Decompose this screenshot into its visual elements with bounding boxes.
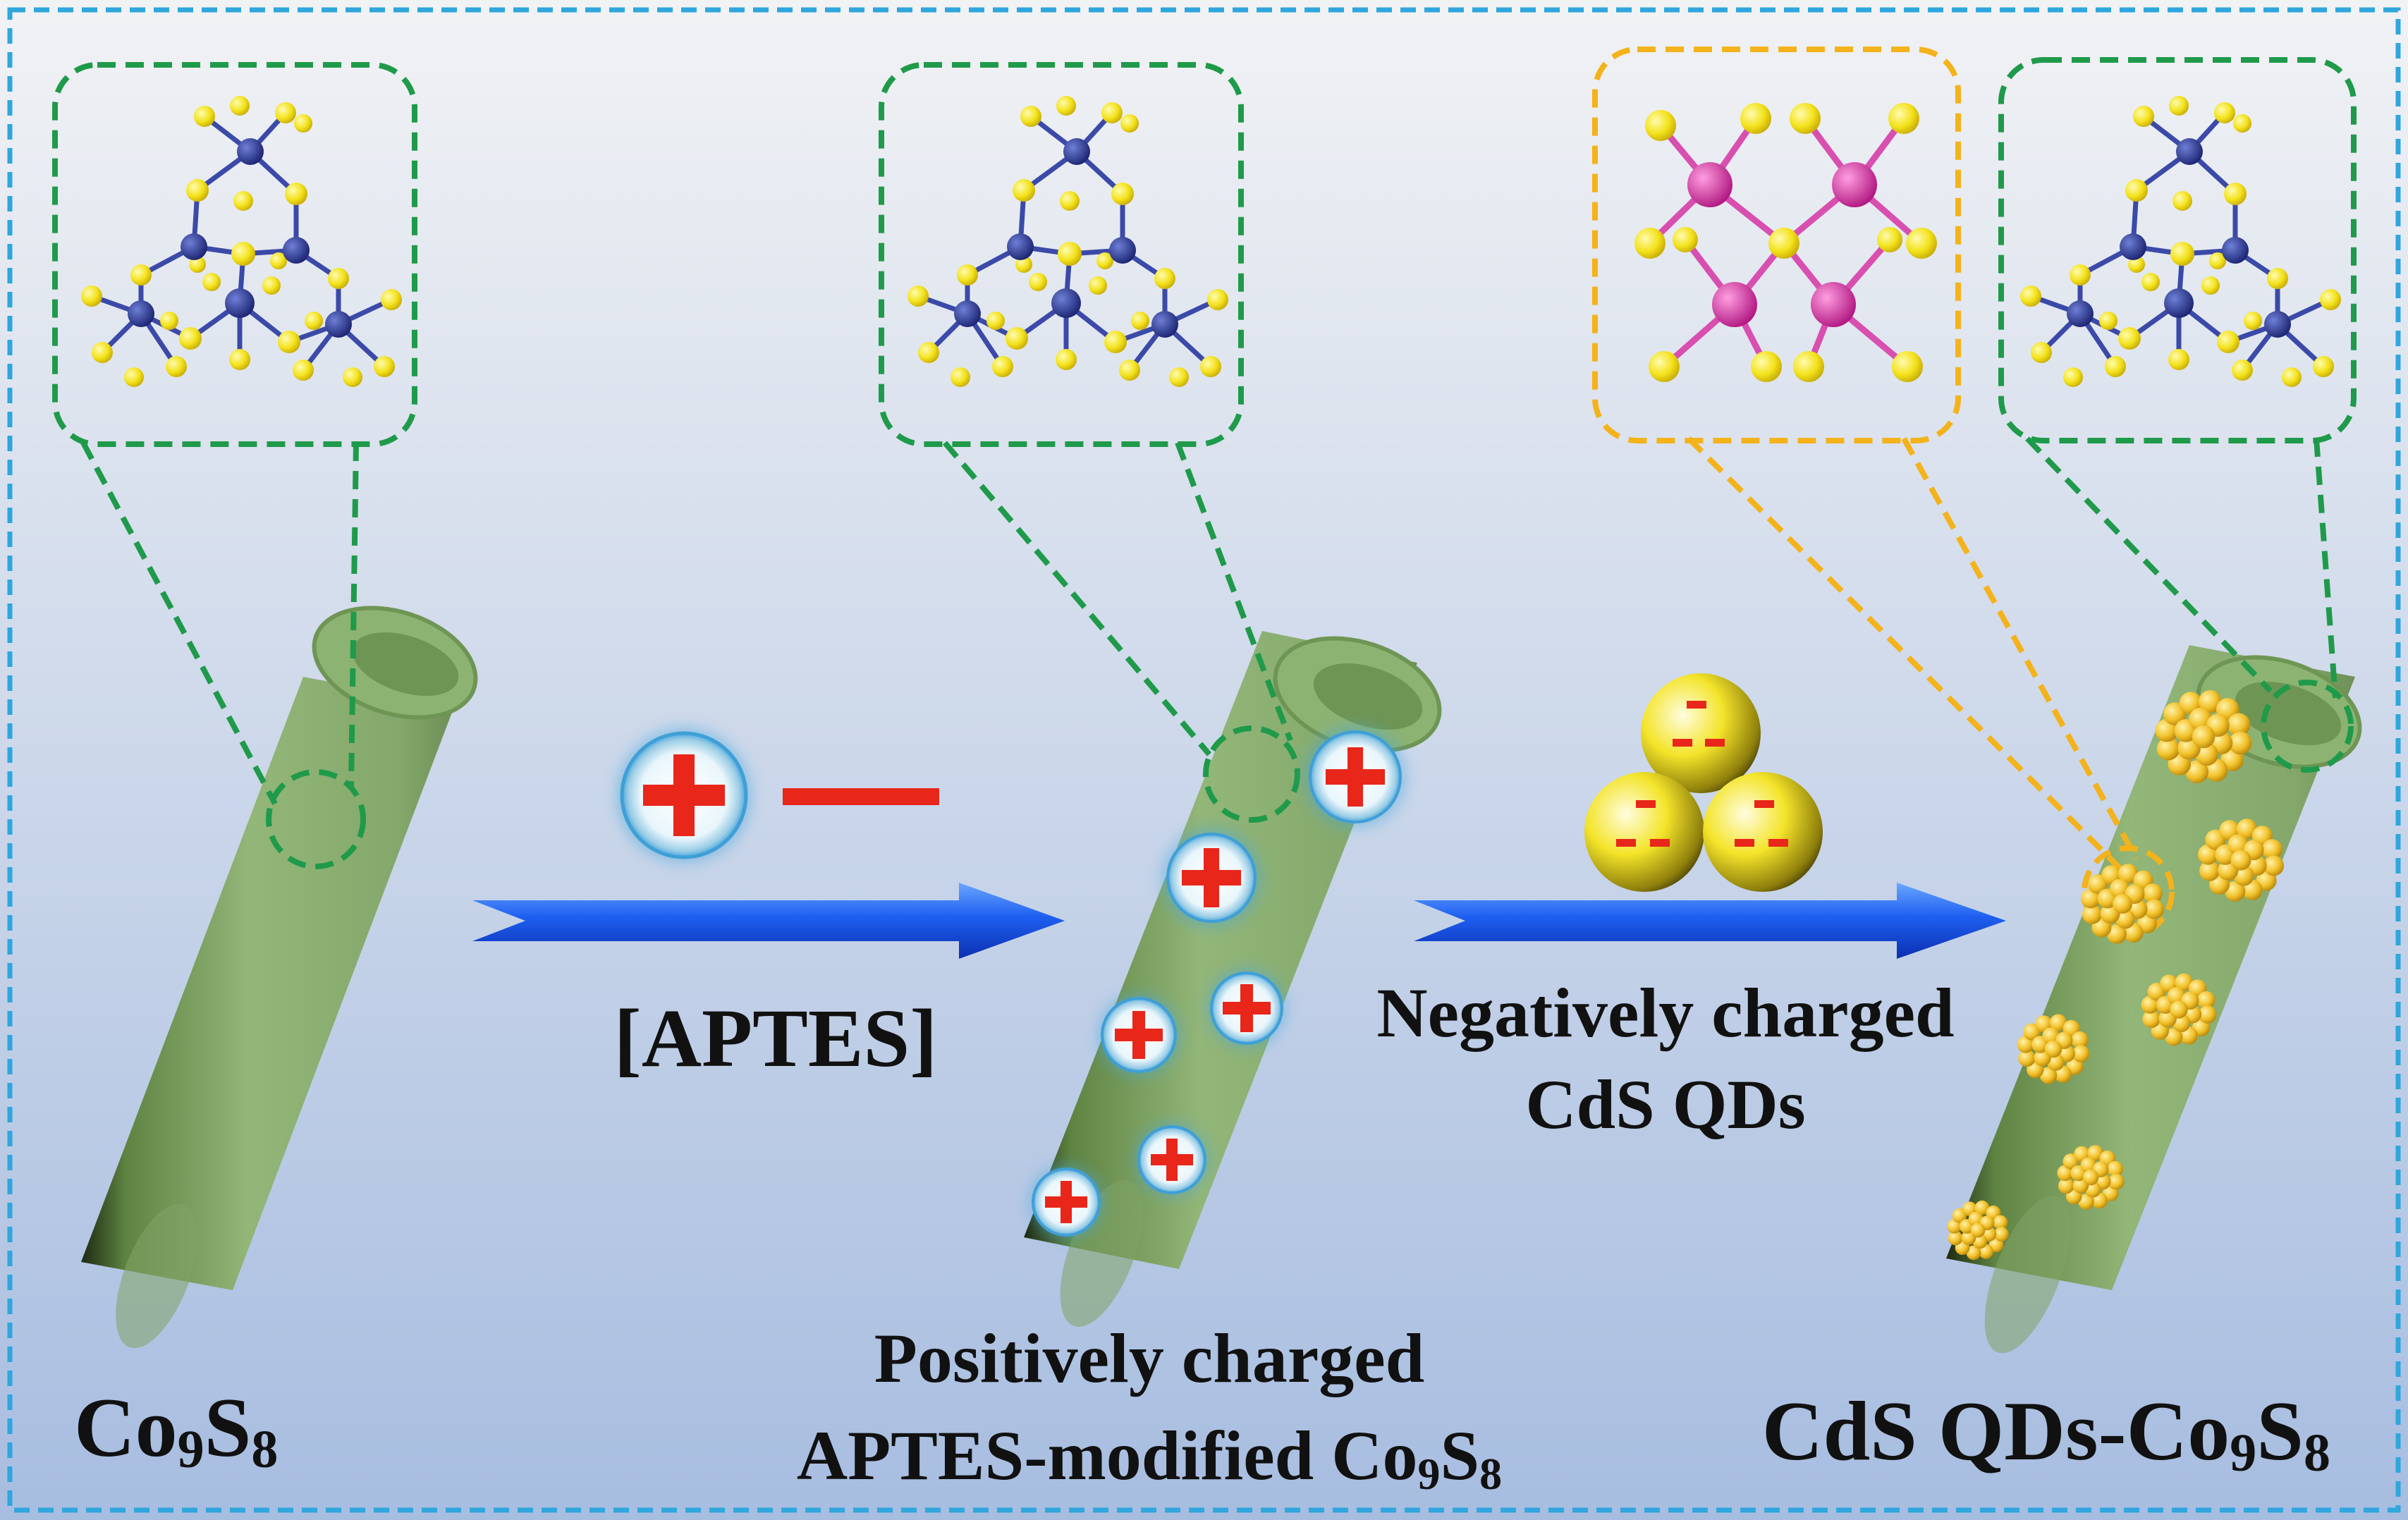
cds-qd-cluster-icon (2141, 973, 2217, 1046)
zoom-callout-1 (52, 62, 417, 869)
aptes-label: [APTES] (614, 992, 938, 1084)
positive-charge-icon (1162, 828, 1261, 927)
cds-qd-cluster-icon (2198, 819, 2284, 902)
process-arrow-2 (1414, 883, 2006, 959)
cds-qd-cluster-icon (2080, 864, 2165, 944)
positive-label-line2: APTES-modified Co9S8 (797, 1416, 1502, 1499)
negative-label-line1: Negatively charged (1376, 974, 1954, 1052)
positive-charge-icon (1029, 1165, 1103, 1239)
positive-charge-icon (1098, 994, 1180, 1076)
cds-co9s8-label: CdS QDs-Co9S8 (1762, 1384, 2330, 1483)
positive-label-line1: Positively charged (874, 1319, 1424, 1397)
aptes-molecule-icon (617, 728, 939, 862)
cds-qd-cluster-icon (2057, 1145, 2125, 1210)
zoom-callout-4 (1998, 57, 2357, 773)
zoom-callout-2 (879, 62, 1300, 823)
positive-charges-group (1029, 726, 1406, 1239)
process-arrow-1 (472, 883, 1065, 959)
cds-qd-cluster-icon (2155, 690, 2252, 783)
positive-charge-icon (1135, 1123, 1209, 1196)
co9s8-crystal-structure-1 (81, 96, 402, 387)
labels: [APTES] Negatively charged CdS QDs Posit… (74, 974, 2330, 1499)
outer-border (7, 7, 2401, 1513)
aptes-tail-icon (783, 788, 939, 805)
negative-qd-spheres-icon (1584, 673, 1823, 892)
negative-charge-icon (1616, 701, 1788, 847)
cds-qd-cluster-icon (1947, 1200, 2009, 1261)
positive-charge-icon (1304, 726, 1406, 828)
positive-charge-icon (1207, 969, 1286, 1048)
qd-clusters-group (1947, 690, 2284, 1261)
cds-qd-cluster-icon (2017, 1014, 2090, 1084)
negative-label-line2: CdS QDs (1525, 1065, 1805, 1144)
cds-crystal-structure (1634, 103, 1937, 382)
co9s8-label: Co9S8 (74, 1380, 278, 1479)
